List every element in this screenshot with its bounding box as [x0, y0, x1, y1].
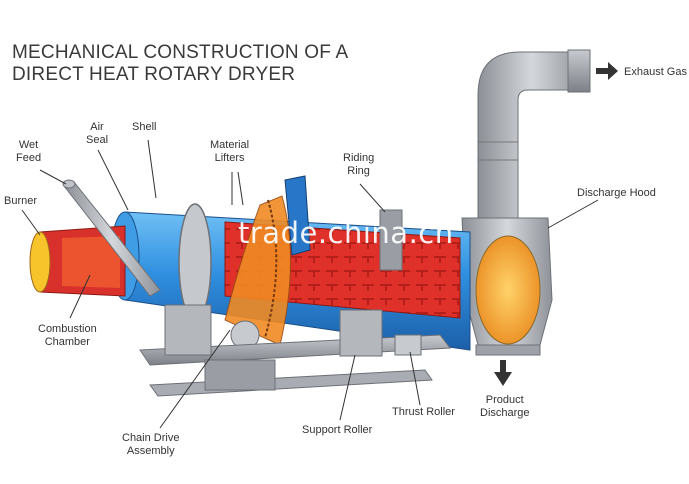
label-material-lifters-text: Material Lifters — [210, 139, 250, 164]
label-discharge-hood: Discharge Hood — [577, 187, 656, 200]
discharge-hood — [461, 217, 553, 356]
label-exhaust-gas: Exhaust Gas — [624, 66, 687, 79]
title-line-2: DIRECT HEAT ROTARY DRYER — [12, 64, 296, 85]
combustion-chamber — [29, 225, 126, 297]
leader-lines — [21, 139, 599, 429]
drive-gear — [284, 175, 311, 256]
label-support-roller-text: Support Roller — [302, 424, 373, 436]
exhaust-arrow — [596, 62, 618, 80]
label-discharge-hood-text: Discharge Hood — [577, 187, 656, 199]
label-chain-drive-assembly: Chain Drive Assembly — [122, 432, 179, 458]
label-material-lifters: Material Lifters — [210, 139, 249, 165]
label-burner: Burner — [4, 195, 37, 208]
label-chain-drive-assembly-text: Chain Drive Assembly — [122, 432, 180, 457]
label-riding-ring: Riding Ring — [343, 152, 374, 178]
label-combustion-chamber-text: Combustion Chamber — [38, 323, 97, 348]
support-frame — [139, 304, 451, 397]
label-riding-ring-text: Riding Ring — [343, 152, 375, 177]
label-wet-feed-text: Wet Feed — [16, 139, 42, 164]
label-product-discharge-text: Product Discharge — [480, 394, 530, 419]
label-air-seal: Air Seal — [86, 121, 108, 147]
label-air-seal-text: Air Seal — [86, 121, 109, 146]
label-shell-text: Shell — [132, 121, 157, 133]
label-wet-feed: Wet Feed — [16, 139, 41, 165]
label-thrust-roller-text: Thrust Roller — [392, 406, 455, 418]
product-discharge-arrow — [494, 360, 512, 386]
diagram-title: MECHANICAL CONSTRUCTION OF A DIRECT HEAT… — [12, 42, 348, 86]
label-thrust-roller: Thrust Roller — [392, 406, 455, 419]
label-burner-text: Burner — [4, 195, 38, 207]
label-exhaust-gas-text: Exhaust Gas — [624, 66, 687, 78]
title-line-1: MECHANICAL CONSTRUCTION OF A — [12, 42, 349, 63]
label-product-discharge: Product Discharge — [480, 394, 530, 420]
riding-rings — [178, 203, 403, 321]
label-support-roller: Support Roller — [302, 424, 372, 437]
watermark: trade.china.cn — [238, 216, 454, 250]
label-combustion-chamber: Combustion Chamber — [38, 323, 97, 349]
label-shell: Shell — [132, 121, 156, 134]
exhaust-duct — [477, 49, 591, 231]
wet-feed-pipe — [62, 179, 161, 297]
